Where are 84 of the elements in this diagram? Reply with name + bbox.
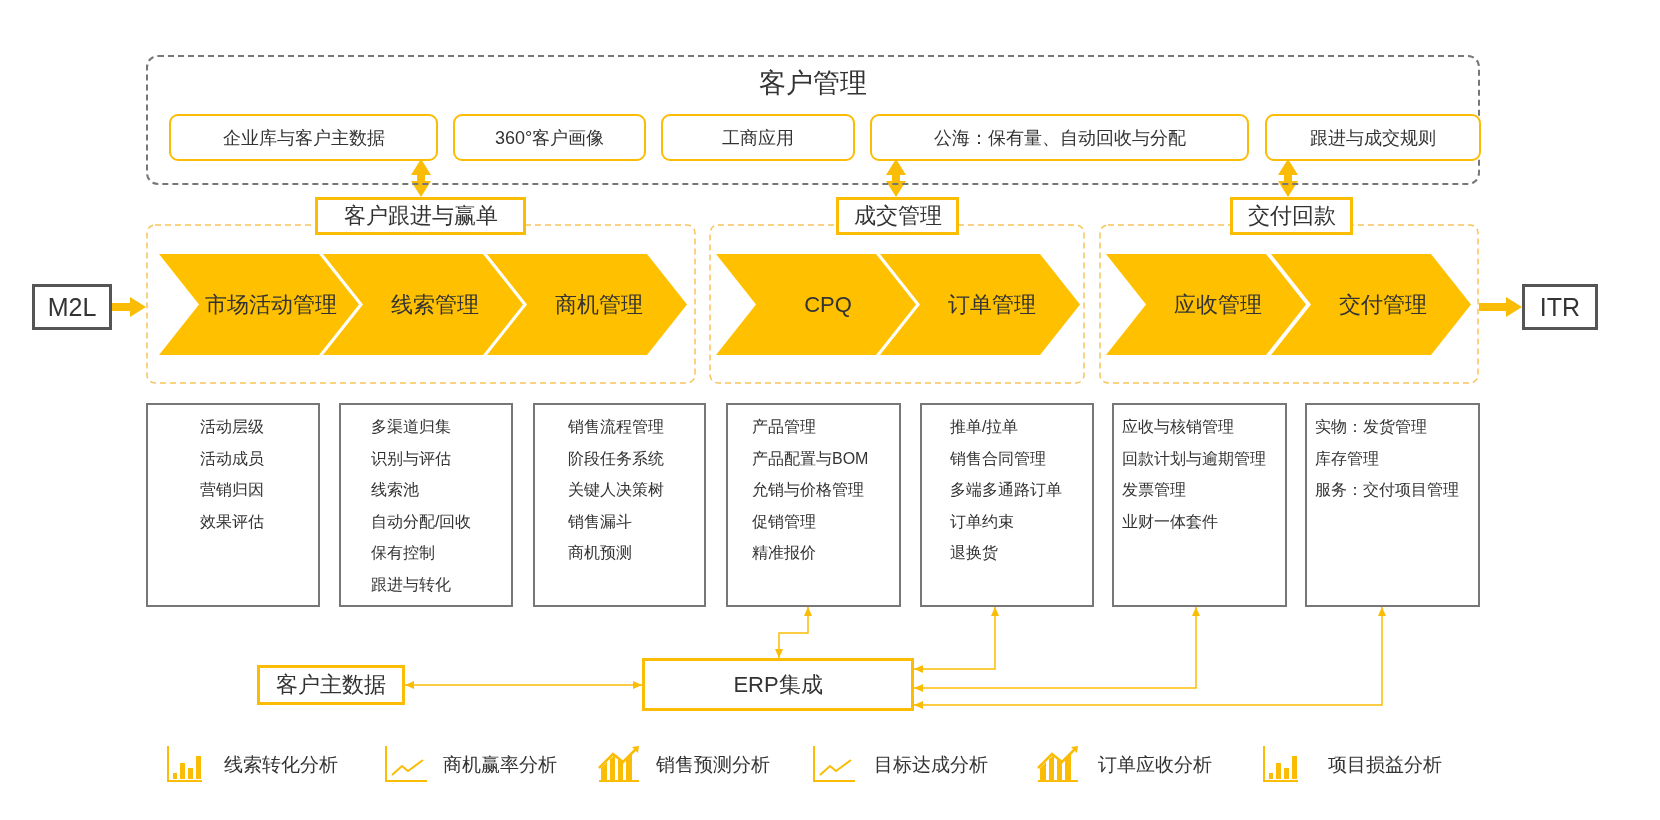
list-item: 关键人决策树 (568, 480, 664, 501)
process-step (159, 254, 359, 355)
list-item: 精准报价 (752, 543, 816, 564)
analysis-label: 线索转化分析 (224, 753, 338, 777)
analysis-label: 订单应收分析 (1098, 753, 1212, 777)
group-heading: 成交管理 (836, 197, 959, 235)
list-box (1305, 403, 1480, 607)
highlight-box: ERP集成 (642, 658, 914, 711)
list-item: 阶段任务系统 (568, 448, 664, 469)
list-box (146, 403, 320, 607)
terminal-box: ITR (1522, 284, 1598, 330)
analysis-label: 销售预测分析 (656, 753, 770, 777)
list-item: 发票管理 (1122, 480, 1186, 501)
list-item: 推单/拉单 (950, 417, 1019, 437)
list-item: 商机预测 (568, 543, 632, 564)
list-item: 订单约束 (950, 511, 1014, 532)
double-arrow (913, 606, 1200, 692)
list-item: 促销管理 (752, 511, 816, 532)
process-step (1271, 254, 1471, 355)
dashed-group (709, 197, 1085, 384)
list-box (533, 403, 706, 607)
list-item: 业财一体套件 (1122, 511, 1218, 532)
list-item: 跟进与转化 (371, 574, 451, 595)
list-item: 服务：交付项目管理 (1315, 480, 1459, 501)
group-heading: 交付回款 (1230, 197, 1353, 235)
double-arrow (913, 606, 1386, 709)
double-arrow (913, 606, 999, 673)
process-step (880, 254, 1080, 355)
rounded-box: 360°客户画像 (453, 114, 646, 161)
list-item: 应收与核销管理 (1122, 417, 1234, 437)
list-box (1112, 403, 1287, 607)
process-step (716, 254, 916, 355)
list-item: 自动分配/回收 (371, 511, 472, 532)
list-item: 销售合同管理 (950, 448, 1046, 469)
list-item: 活动成员 (200, 448, 264, 469)
arrow (112, 297, 146, 317)
process-step (1106, 254, 1306, 355)
step-label: 线索管理 (390, 290, 480, 319)
list-item: 多渠道归集 (371, 417, 451, 437)
list-item: 销售漏斗 (568, 511, 632, 532)
step-label: 交付管理 (1338, 290, 1428, 319)
list-item: 效果评估 (200, 511, 264, 532)
step-label: 市场活动管理 (204, 290, 338, 319)
double-arrow (404, 681, 643, 689)
list-box (339, 403, 513, 607)
list-item: 退换货 (950, 543, 998, 564)
list-item: 回款计划与逾期管理 (1122, 448, 1266, 469)
list-item: 销售流程管理 (568, 417, 664, 437)
terminal-box: M2L (32, 284, 112, 330)
rounded-box: 企业库与客户主数据 (169, 114, 438, 161)
list-item: 线索池 (371, 480, 419, 501)
step-label: 应收管理 (1173, 290, 1263, 319)
dashed-group (146, 197, 696, 384)
list-item: 产品管理 (752, 417, 816, 437)
analysis-label: 商机赢率分析 (443, 753, 557, 777)
list-item: 实物：发货管理 (1315, 417, 1427, 437)
list-item: 库存管理 (1315, 448, 1379, 469)
group-heading: 客户跟进与赢单 (315, 197, 526, 235)
list-item: 营销归因 (200, 480, 264, 501)
double-arrow (411, 159, 431, 197)
double-arrow (775, 606, 812, 659)
list-box (920, 403, 1094, 607)
double-arrow (1278, 159, 1298, 197)
step-label: CPQ (803, 291, 853, 318)
list-item: 识别与评估 (371, 448, 451, 469)
dashed-group (1099, 197, 1479, 384)
rounded-box: 工商应用 (661, 114, 855, 161)
double-arrow (886, 159, 906, 197)
rounded-box: 公海：保有量、自动回收与分配 (870, 114, 1249, 161)
rounded-box: 跟进与成交规则 (1265, 114, 1481, 161)
analysis-label: 目标达成分析 (874, 753, 988, 777)
list-item: 产品配置与BOM (752, 448, 869, 469)
section-title: 客户管理 (759, 67, 867, 100)
list-box (726, 403, 901, 607)
process-step (487, 254, 687, 355)
dashed-panel (146, 55, 1480, 185)
step-label: 商机管理 (554, 290, 644, 319)
list-item: 保有控制 (371, 543, 435, 564)
analysis-label: 项目损益分析 (1328, 753, 1442, 777)
list-item: 允销与价格管理 (752, 480, 864, 501)
highlight-box: 客户主数据 (257, 665, 405, 705)
list-item: 多端多通路订单 (950, 480, 1062, 501)
list-item: 活动层级 (200, 417, 264, 437)
step-label: 订单管理 (947, 290, 1037, 319)
